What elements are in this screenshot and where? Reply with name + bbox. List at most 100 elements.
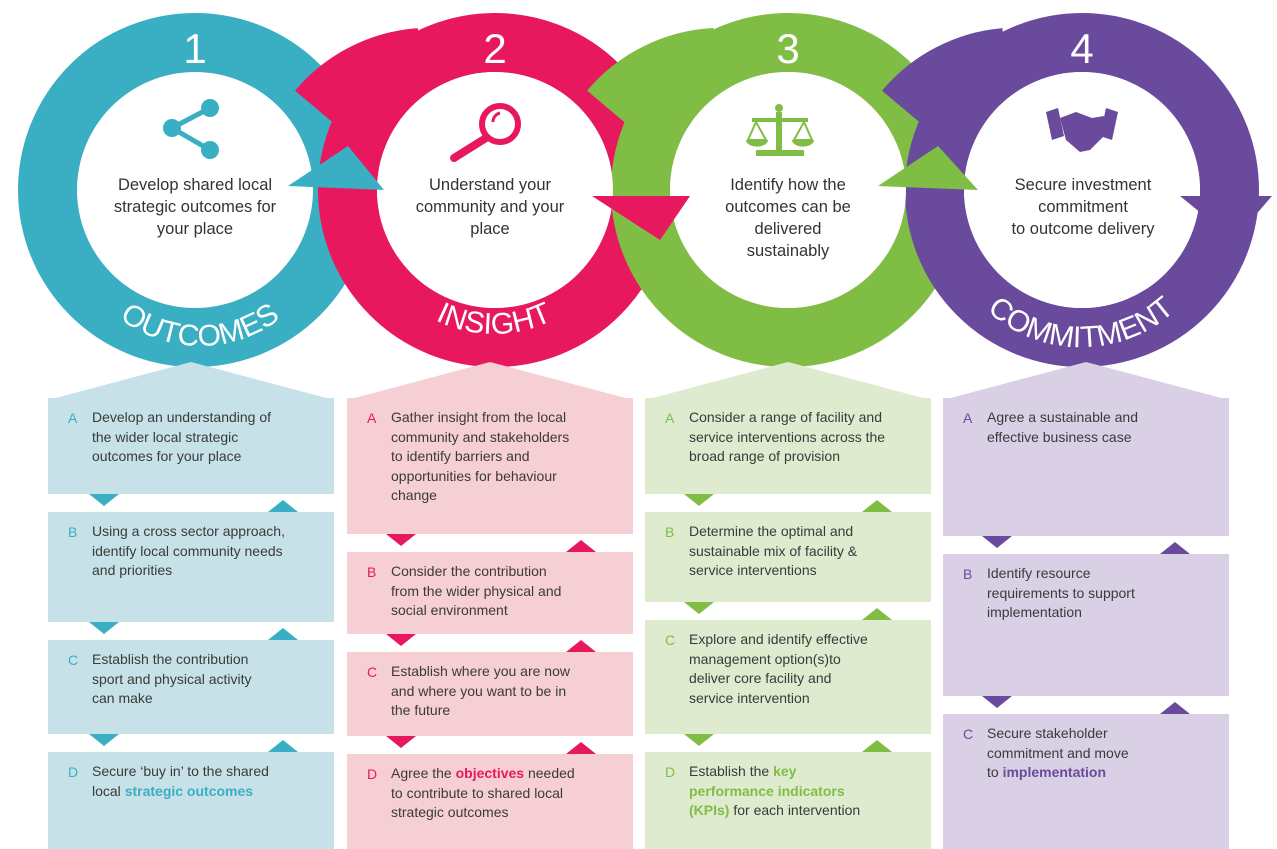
step-text-line: management option(s)to — [689, 650, 841, 667]
step-text-fragment: needed — [524, 765, 575, 781]
arrow-up — [862, 500, 892, 512]
arrow-up — [862, 608, 892, 620]
stage-2-description: Understand your community and your place — [385, 174, 595, 240]
commitment-step-c: C Secure stakeholder commitment and move… — [943, 714, 1229, 849]
step-letter: C — [665, 632, 676, 648]
magnifier-icon — [450, 103, 521, 162]
step-text-line: social environment — [391, 602, 508, 618]
step-text-line: to identify barriers and — [391, 448, 530, 464]
highlight-key: key — [773, 763, 797, 779]
outcomes-step-a: A Develop an understanding of the wider … — [48, 398, 334, 494]
step-text-line: the future — [391, 702, 451, 718]
arrow-up — [566, 540, 596, 552]
commitment-ring-overlap — [882, 28, 1009, 130]
stage-2-desc-line: community and your — [415, 198, 565, 216]
step-text-line: service interventions — [689, 562, 817, 578]
step-text-line: and priorities — [92, 562, 173, 578]
step-letter: C — [367, 664, 378, 680]
arrow-down — [386, 534, 416, 546]
interventions-step-c: C Explore and identify effective managem… — [645, 620, 931, 734]
step-text-fragment: local — [92, 782, 125, 799]
stage-3-number: 3 — [776, 25, 799, 72]
step-text-line: Determine the optimal and — [689, 523, 854, 539]
step-text-line: Agree a sustainable and — [987, 409, 1138, 425]
highlight-objectives: objectives — [455, 765, 525, 781]
step-letter: B — [665, 524, 675, 540]
stage-1-number: 1 — [183, 25, 206, 72]
insight-step-d: D Agree the objectives needed to contrib… — [347, 754, 633, 849]
arrow-down — [386, 634, 416, 646]
step-letter: D — [367, 766, 378, 782]
step-letter: B — [367, 564, 377, 580]
step-text-line: to contribute to shared local — [391, 784, 563, 801]
step-text-fragment: Agree the — [391, 765, 456, 781]
stage-3-description: Identify how the outcomes can be deliver… — [683, 174, 893, 262]
stage-3-desc-line: sustainably — [746, 242, 830, 260]
outcomes-step-d: D Secure ‘buy in’ to the shared local st… — [48, 752, 334, 849]
step-text-line: effective business case — [987, 428, 1132, 445]
commitment-arrow-head — [1180, 196, 1272, 240]
arrow-down — [386, 736, 416, 748]
stage-3-desc-line: Identify how the — [730, 176, 846, 194]
stage-4-description: Secure investment commitment to outcome … — [978, 174, 1188, 240]
step-text-fragment: Establish the — [689, 763, 774, 779]
insight-panel-top — [347, 362, 633, 400]
step-text-line: Gather insight from the local — [391, 409, 567, 425]
arrow-up — [268, 740, 298, 752]
outcomes-panel-top — [48, 362, 334, 400]
scales-icon — [746, 104, 814, 156]
step-text-line: Agree the objectives needed — [391, 764, 619, 784]
step-text-line: Secure ‘buy in’ to the shared — [92, 763, 269, 779]
arrow-down — [684, 602, 714, 614]
arrow-up — [268, 628, 298, 640]
step-text-line: sport and physical activity — [92, 670, 252, 687]
step-text-line: performance indicators — [689, 782, 917, 802]
interventions-step-b: B Determine the optimal and sustainable … — [645, 512, 931, 602]
step-text-line: Secure stakeholder — [987, 725, 1108, 741]
step-text-line: Explore and identify effective — [689, 631, 868, 647]
arrow-down — [89, 494, 119, 506]
arrow-up — [566, 640, 596, 652]
insight-step-a: A Gather insight from the local communit… — [347, 398, 633, 534]
step-text-line: from the wider physical and — [391, 582, 562, 599]
insight-step-c: C Establish where you are now and where … — [347, 652, 633, 736]
arrow-down — [89, 734, 119, 746]
step-text-line: strategic outcomes — [391, 804, 509, 820]
arrow-down — [684, 494, 714, 506]
outcomes-arrow-head — [288, 146, 384, 190]
step-text-line: Develop an understanding of — [92, 409, 272, 425]
interventions-step-d: D Establish the key performance indicato… — [645, 752, 931, 849]
step-letter: A — [963, 410, 973, 426]
step-letter: B — [68, 524, 78, 540]
arrow-down — [684, 734, 714, 746]
step-text-line: and where you want to be in — [391, 682, 567, 699]
outcomes-step-c: C Establish the contribution sport and p… — [48, 640, 334, 734]
step-text-line: to implementation — [987, 763, 1215, 783]
arrow-down — [982, 696, 1012, 708]
step-letter: C — [68, 652, 79, 668]
arrow-down — [89, 622, 119, 634]
stage-1-description: Develop shared local strategic outcomes … — [90, 174, 300, 240]
step-text-line: the wider local strategic — [92, 428, 239, 445]
step-letter: C — [963, 726, 974, 742]
step-text-line: Using a cross sector approach, — [92, 523, 285, 539]
stage-1-desc-line: your place — [156, 220, 234, 238]
commitment-step-a: A Agree a sustainable and effective busi… — [943, 398, 1229, 536]
handshake-icon — [1046, 108, 1118, 152]
step-text-line: can make — [92, 690, 153, 706]
stage-4-number: 4 — [1070, 25, 1093, 72]
step-text-line: implementation — [987, 604, 1082, 620]
stage-1-desc-line: strategic outcomes for — [113, 198, 277, 216]
step-text-fragment: to — [987, 764, 1003, 780]
step-letter: A — [367, 410, 377, 426]
arrow-up — [566, 742, 596, 754]
step-text-line: local strategic outcomes — [92, 782, 320, 802]
stage-4-desc-line: commitment — [1038, 198, 1128, 216]
interventions-panel-top — [645, 362, 931, 400]
step-text-line: community and stakeholders — [391, 428, 570, 445]
step-text-line: deliver core facility and — [689, 670, 832, 686]
arrow-up — [1160, 542, 1190, 554]
step-text-line: sustainable mix of facility & — [689, 542, 858, 559]
step-text-line: outcomes for your place — [92, 448, 242, 464]
step-text-line: Establish the key — [689, 762, 917, 782]
